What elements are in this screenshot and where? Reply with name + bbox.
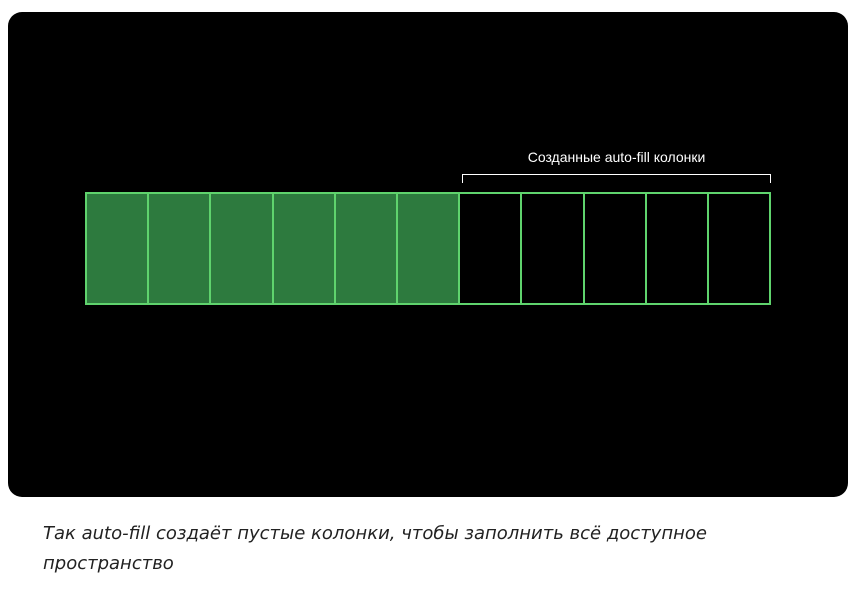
filled-column xyxy=(397,192,461,305)
auto-fill-bracket xyxy=(462,174,771,183)
grid-columns xyxy=(85,192,772,305)
empty-auto-fill-column xyxy=(522,192,585,305)
empty-auto-fill-column xyxy=(708,192,772,305)
filled-column xyxy=(211,192,274,305)
filled-column xyxy=(335,192,398,305)
filled-column xyxy=(85,192,150,305)
figure-caption: Так auto-fill создаёт пустые колонки, чт… xyxy=(43,523,707,574)
empty-auto-fill-column xyxy=(460,192,523,305)
auto-fill-columns-label: Созданные auto-fill колонки xyxy=(527,149,706,165)
filled-column xyxy=(273,192,336,305)
empty-auto-fill-column xyxy=(584,192,647,305)
filled-column xyxy=(149,192,212,305)
empty-auto-fill-column xyxy=(646,192,709,305)
